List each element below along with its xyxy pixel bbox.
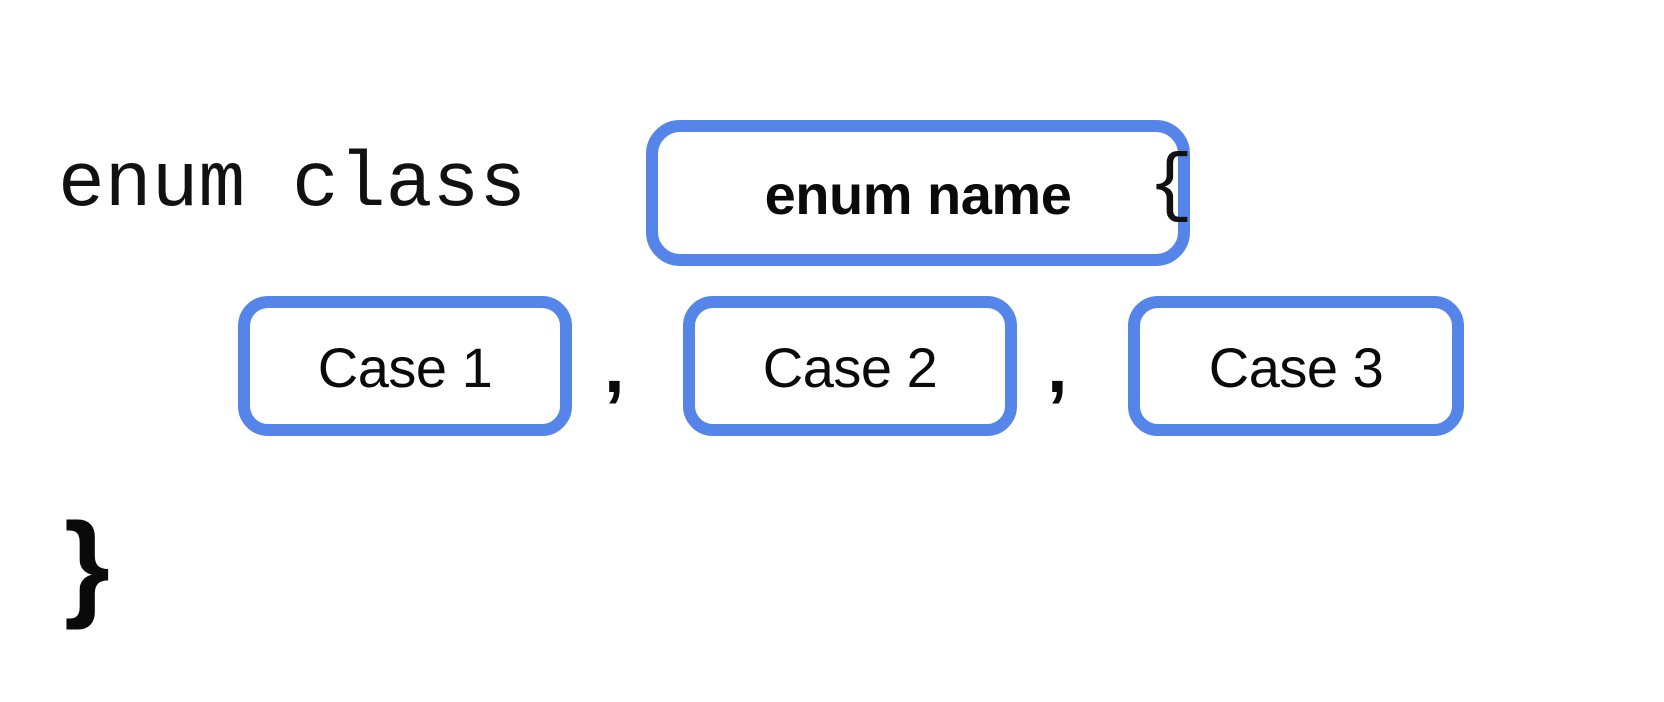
case-slot-2[interactable]: Case 2	[683, 296, 1017, 436]
separator-comma-2: ,	[1047, 325, 1068, 408]
open-brace: {	[1148, 143, 1194, 229]
keyword-enum-class: enum class	[58, 141, 527, 229]
case-slot-3[interactable]: Case 3	[1128, 296, 1464, 436]
close-brace: }	[64, 499, 110, 631]
case-slot-3-label: Case 3	[1208, 336, 1384, 399]
enum-name-slot-label: enum name	[764, 163, 1072, 226]
enum-name-slot[interactable]: enum name	[646, 120, 1190, 266]
separator-comma-1: ,	[604, 325, 625, 408]
case-slot-2-label: Case 2	[762, 336, 938, 399]
case-slot-1-label: Case 1	[317, 336, 493, 399]
case-slot-1[interactable]: Case 1	[238, 296, 572, 436]
